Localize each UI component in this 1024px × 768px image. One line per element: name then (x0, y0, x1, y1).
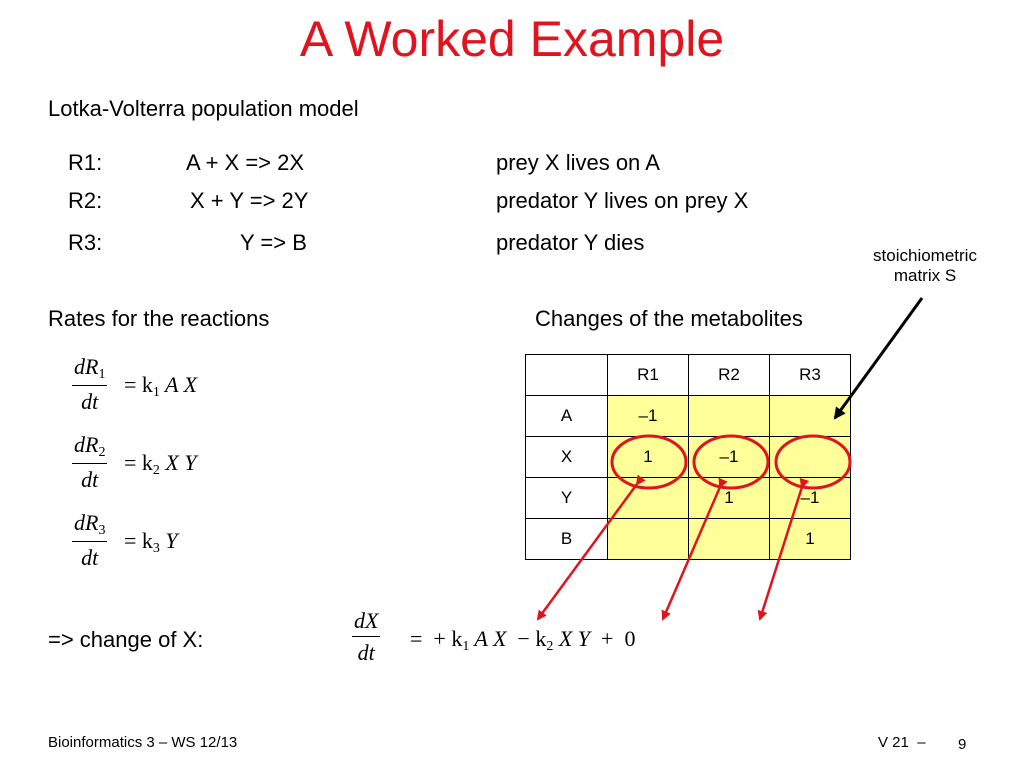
rate-eq-3-fraction: dR3 dt (72, 510, 108, 570)
rate-eq-3-rhs: = k3 Y (124, 528, 178, 556)
rates-heading: Rates for the reactions (48, 306, 270, 331)
matrix-cell (688, 395, 770, 437)
column-header: R1 (607, 354, 689, 396)
row-label: X (525, 436, 608, 478)
table-header-row: R1 R2 R3 (525, 354, 851, 396)
stoichiometric-annotation: stoichiometric matrix S (850, 246, 1000, 286)
reaction-1-id: R1: (68, 150, 103, 175)
changes-heading: Changes of the metabolites (535, 306, 803, 331)
highlight-circle-r3 (774, 434, 852, 490)
highlight-circle-r2 (692, 434, 770, 490)
reaction-3-equation: Y => B (240, 230, 307, 255)
annotation-line-1: stoichiometric (873, 246, 977, 265)
rate-eq-2-fraction: dR2 dt (72, 432, 108, 492)
change-of-x-label: => change of X: (48, 627, 204, 652)
arrow-r2-to-term (661, 477, 728, 621)
column-header: R2 (688, 354, 770, 396)
reaction-1-description: prey X lives on A (496, 150, 660, 175)
reaction-2-id: R2: (68, 188, 103, 213)
arrow-to-matrix (833, 297, 924, 420)
footer-lecture: V 21 – (878, 734, 926, 751)
footer-page-number: 9 (958, 736, 967, 753)
highlight-circle-r1 (610, 434, 688, 490)
reaction-1-equation: A + X => 2X (186, 150, 305, 175)
column-header: R3 (769, 354, 851, 396)
footer-course: Bioinformatics 3 – WS 12/13 (48, 734, 238, 751)
matrix-cell: –1 (607, 395, 689, 437)
reaction-2-description: predator Y lives on prey X (496, 188, 749, 213)
annotation-line-2: matrix S (893, 266, 957, 285)
reaction-2-equation: X + Y => 2Y (190, 188, 309, 213)
reaction-3-description: predator Y dies (496, 230, 645, 255)
final-eq-rhs: = + k1 A X − k2 X Y + 0 (410, 626, 636, 654)
final-eq-fraction: dX dt (352, 608, 381, 665)
rate-eq-1-fraction: dR1 dt (72, 354, 108, 414)
reaction-3-id: R3: (68, 230, 103, 255)
slide-title: A Worked Example (299, 11, 725, 67)
arrow-r1-to-term (536, 474, 646, 621)
rate-eq-2-rhs: = k2 X Y (124, 450, 197, 478)
rate-eq-1-rhs: = k1 A X (124, 372, 198, 400)
arrow-r3-to-term (757, 477, 810, 621)
model-heading: Lotka-Volterra population model (48, 96, 359, 121)
